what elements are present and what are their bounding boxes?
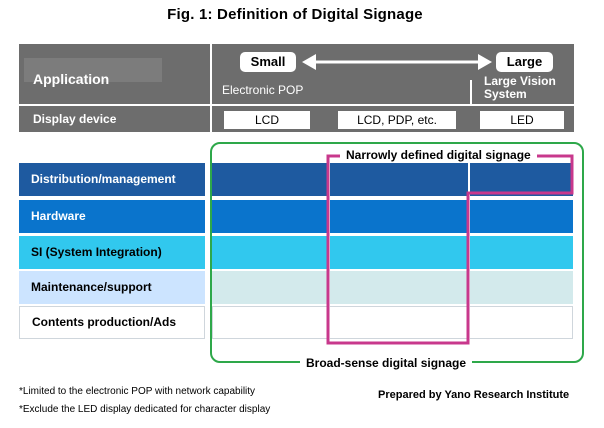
device-cell-2: LCD, PDP, etc. bbox=[338, 111, 456, 129]
row-separator bbox=[468, 163, 470, 196]
device-cell-3: LED bbox=[480, 111, 564, 129]
double-arrow-icon bbox=[302, 54, 492, 70]
row-label-3: SI (System Integration) bbox=[19, 236, 205, 269]
application-electronic-pop: Electronic POP bbox=[222, 83, 304, 97]
row-band-5 bbox=[212, 306, 573, 339]
footnote-1: *Limited to the electronic POP with netw… bbox=[19, 386, 256, 397]
header-vertical-divider bbox=[210, 44, 212, 132]
display-device-label: Display device bbox=[33, 112, 117, 126]
credit-label: Prepared by Yano Research Institute bbox=[378, 389, 570, 401]
device-cell-1: LCD bbox=[224, 111, 310, 129]
figure-title: Fig. 1: Definition of Digital Signage bbox=[167, 6, 423, 23]
row-band-4 bbox=[212, 271, 573, 304]
narrow-frame bbox=[326, 154, 574, 345]
large-vision-divider bbox=[470, 80, 472, 104]
broad-frame-label: Broad-sense digital signage bbox=[300, 355, 473, 371]
narrow-frame-label: Narrowly defined digital signage bbox=[340, 147, 537, 163]
scale-small-label: Small bbox=[240, 52, 296, 72]
row-band-3 bbox=[212, 236, 573, 269]
row-label-4: Maintenance/support bbox=[19, 271, 205, 304]
row-band-1 bbox=[212, 163, 573, 196]
row-band-2 bbox=[212, 200, 573, 233]
row-label-2: Hardware bbox=[19, 200, 205, 233]
footnote-2: *Exclude the LED display dedicated for c… bbox=[19, 404, 271, 415]
row-label-5: Contents production/Ads bbox=[19, 306, 205, 339]
application-label: Application bbox=[33, 71, 110, 87]
header-divider bbox=[19, 104, 574, 106]
application-large-vision: Large Vision System bbox=[484, 74, 556, 101]
scale-large-label: Large bbox=[496, 52, 553, 72]
row-label-1: Distribution/management bbox=[19, 163, 205, 196]
application-label-box bbox=[24, 58, 162, 82]
